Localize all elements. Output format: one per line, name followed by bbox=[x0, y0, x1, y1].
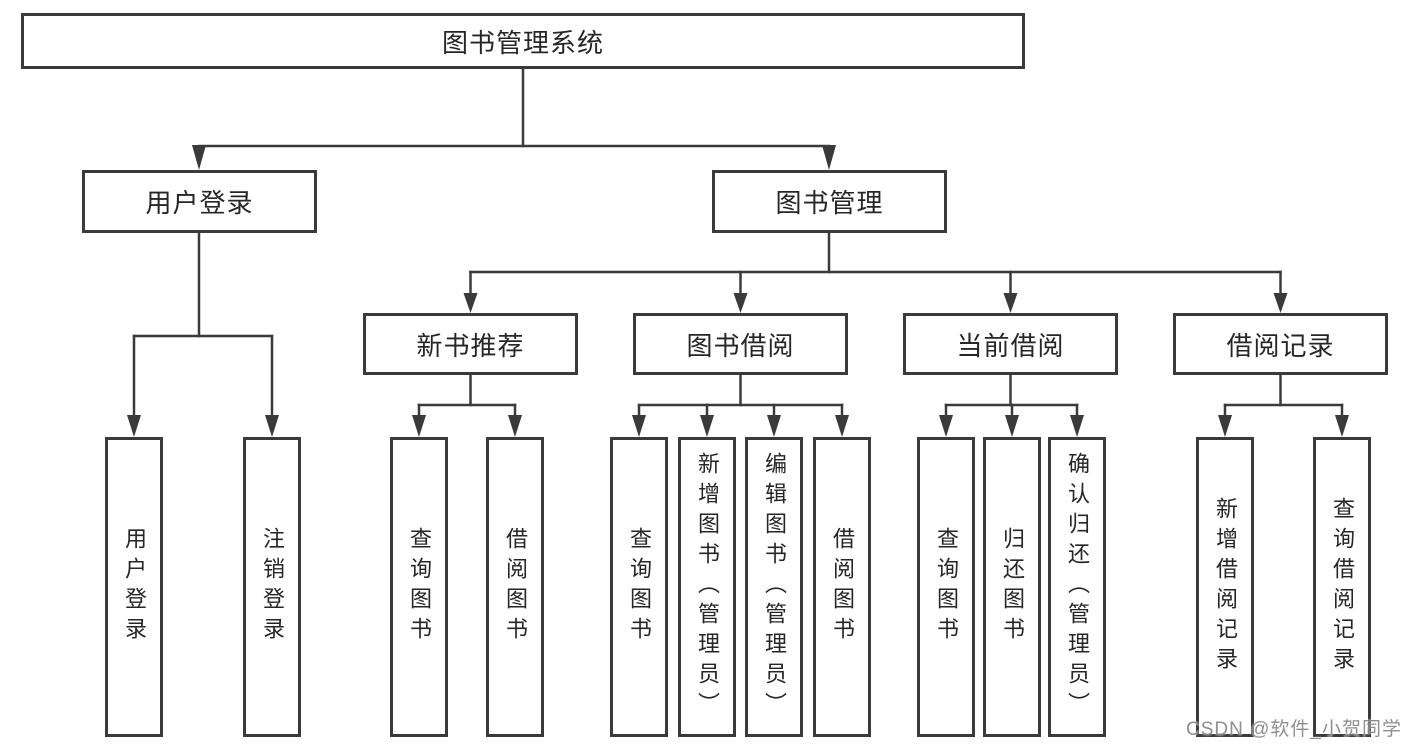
csdn-watermark: CSDN @软件_小贺同学 bbox=[1186, 719, 1402, 740]
leaf-edit-books-admin: 编辑图书（管理员） bbox=[745, 437, 803, 737]
leaf-confirm-return-admin: 确认归还（管理员） bbox=[1048, 437, 1106, 737]
node-label: 借阅图书 bbox=[503, 527, 528, 647]
node-label: 图书管理系统 bbox=[441, 27, 604, 58]
node-label: 归还图书 bbox=[1000, 527, 1025, 647]
node-label: 新书推荐 bbox=[416, 330, 525, 361]
node-label: 确认归还（管理员） bbox=[1065, 452, 1090, 722]
leaf-query-borrow-record: 查询借阅记录 bbox=[1313, 437, 1371, 737]
leaf-query-books-borrowing: 查询图书 bbox=[610, 437, 668, 737]
leaf-query-books-current: 查询图书 bbox=[917, 437, 975, 737]
node-library-management-system: 图书管理系统 bbox=[21, 13, 1025, 69]
leaf-borrow-books-recommend: 借阅图书 bbox=[486, 437, 544, 737]
node-label: 借阅记录 bbox=[1226, 330, 1335, 361]
leaf-user-login: 用户登录 bbox=[105, 437, 163, 737]
node-user-login: 用户登录 bbox=[82, 170, 317, 233]
node-new-book-recommend: 新书推荐 bbox=[363, 313, 578, 375]
node-label: 查询借阅记录 bbox=[1330, 497, 1355, 677]
node-label: 新增图书（管理员） bbox=[695, 452, 720, 722]
leaf-logout: 注销登录 bbox=[243, 437, 301, 737]
leaf-query-books-recommend: 查询图书 bbox=[390, 437, 448, 737]
leaf-add-borrow-record: 新增借阅记录 bbox=[1196, 437, 1254, 737]
node-borrowing-records: 借阅记录 bbox=[1173, 313, 1388, 375]
node-label: 注销登录 bbox=[260, 527, 285, 647]
node-label: 图书借阅 bbox=[686, 330, 795, 361]
node-label: 查询图书 bbox=[627, 527, 652, 647]
node-label: 查询图书 bbox=[934, 527, 959, 647]
node-label: 编辑图书（管理员） bbox=[762, 452, 787, 722]
node-label: 用户登录 bbox=[122, 527, 147, 647]
node-book-borrowing: 图书借阅 bbox=[633, 313, 848, 375]
node-label: 新增借阅记录 bbox=[1213, 497, 1238, 677]
node-label: 当前借阅 bbox=[956, 330, 1065, 361]
leaf-borrow-books: 借阅图书 bbox=[813, 437, 871, 737]
node-current-borrowing: 当前借阅 bbox=[903, 313, 1118, 375]
node-label: 查询图书 bbox=[407, 527, 432, 647]
node-label: 借阅图书 bbox=[830, 527, 855, 647]
leaf-return-books: 归还图书 bbox=[983, 437, 1041, 737]
node-book-management: 图书管理 bbox=[712, 170, 947, 233]
node-label: 图书管理 bbox=[775, 188, 884, 218]
node-label: 用户登录 bbox=[145, 188, 254, 218]
leaf-add-books-admin: 新增图书（管理员） bbox=[678, 437, 736, 737]
